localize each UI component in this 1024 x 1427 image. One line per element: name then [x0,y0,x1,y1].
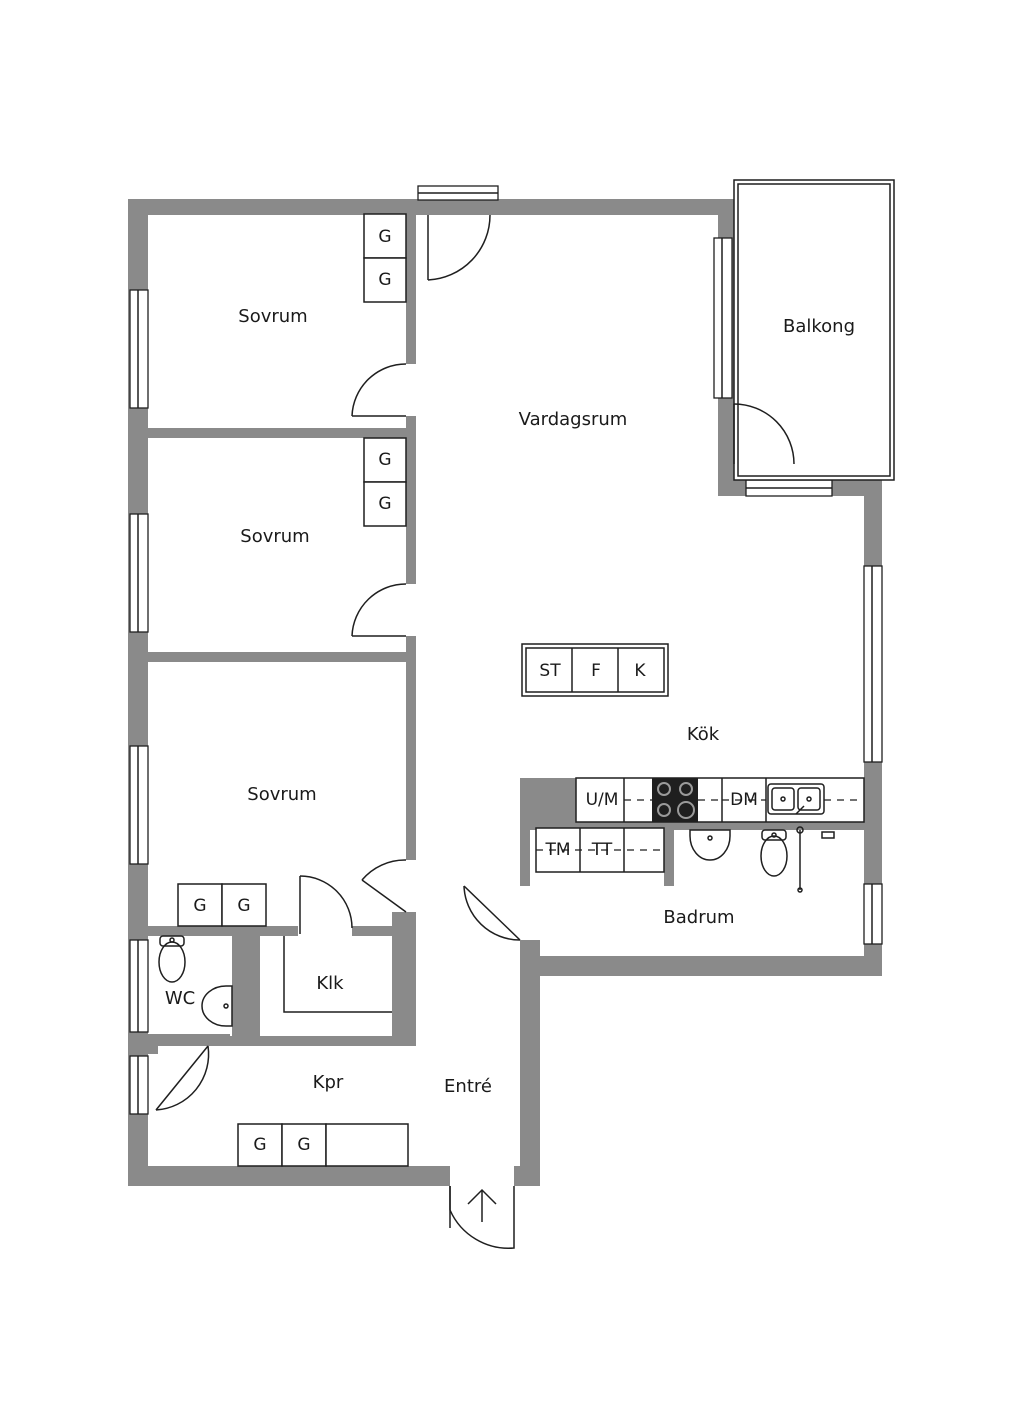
wardrobe-label: G [237,896,250,916]
wardrobe-hall: G G [237,1123,409,1167]
laundry-counter: TM TT [535,827,665,873]
bathroom-toilet-icon [760,829,788,877]
wc-sink-icon [201,985,233,1027]
klk-shelf [283,936,392,1013]
windows [129,185,883,1115]
tumble-dryer-label: TT [591,840,613,860]
wardrobe-bedroom-2: G G [363,437,407,527]
room-label-balcony: Balkong [783,316,855,337]
dishwasher-label: DM [730,790,758,810]
wardrobe-bedroom-1: G G [363,213,407,303]
washing-machine-label: TM [544,840,570,860]
wardrobe-label: G [378,270,391,290]
wc-toilet-icon [158,935,186,983]
freezer-label: F [591,661,601,681]
room-label-bathroom: Badrum [663,907,734,928]
wardrobe-label: G [378,450,391,470]
wardrobe-label: G [193,896,206,916]
wardrobe-label: G [378,227,391,247]
room-label-coat-closet: Kpr [313,1072,344,1093]
bathroom-sink-icon [689,829,731,861]
stove-label: ST [539,661,561,681]
fridge-label: K [634,661,646,681]
shower-icon [796,826,835,893]
wardrobe-bedroom-3: G G [177,883,267,927]
wardrobe-label: G [253,1135,266,1155]
room-label-living-room: Vardagsrum [519,409,628,430]
kitchen-sink-icon [767,783,825,815]
room-labels: Sovrum Sovrum Sovrum Vardagsrum Balkong … [165,306,855,1097]
wardrobe-label: G [297,1135,310,1155]
doors [155,214,795,1249]
room-label-bedroom-3: Sovrum [247,784,316,805]
microwave-label: U/M [586,790,619,810]
room-label-bedroom-2: Sovrum [240,526,309,547]
kitchen-island: ST F K [521,643,669,697]
room-label-wc: WC [165,988,195,1009]
balcony [733,179,895,481]
room-label-bedroom-1: Sovrum [238,306,307,327]
room-label-entrance: Entré [444,1076,492,1097]
room-label-walk-in-closet: Klk [316,973,344,994]
wardrobe-label: G [378,494,391,514]
kitchen-counter: U/M DM [575,777,865,823]
room-label-kitchen: Kök [687,724,720,745]
